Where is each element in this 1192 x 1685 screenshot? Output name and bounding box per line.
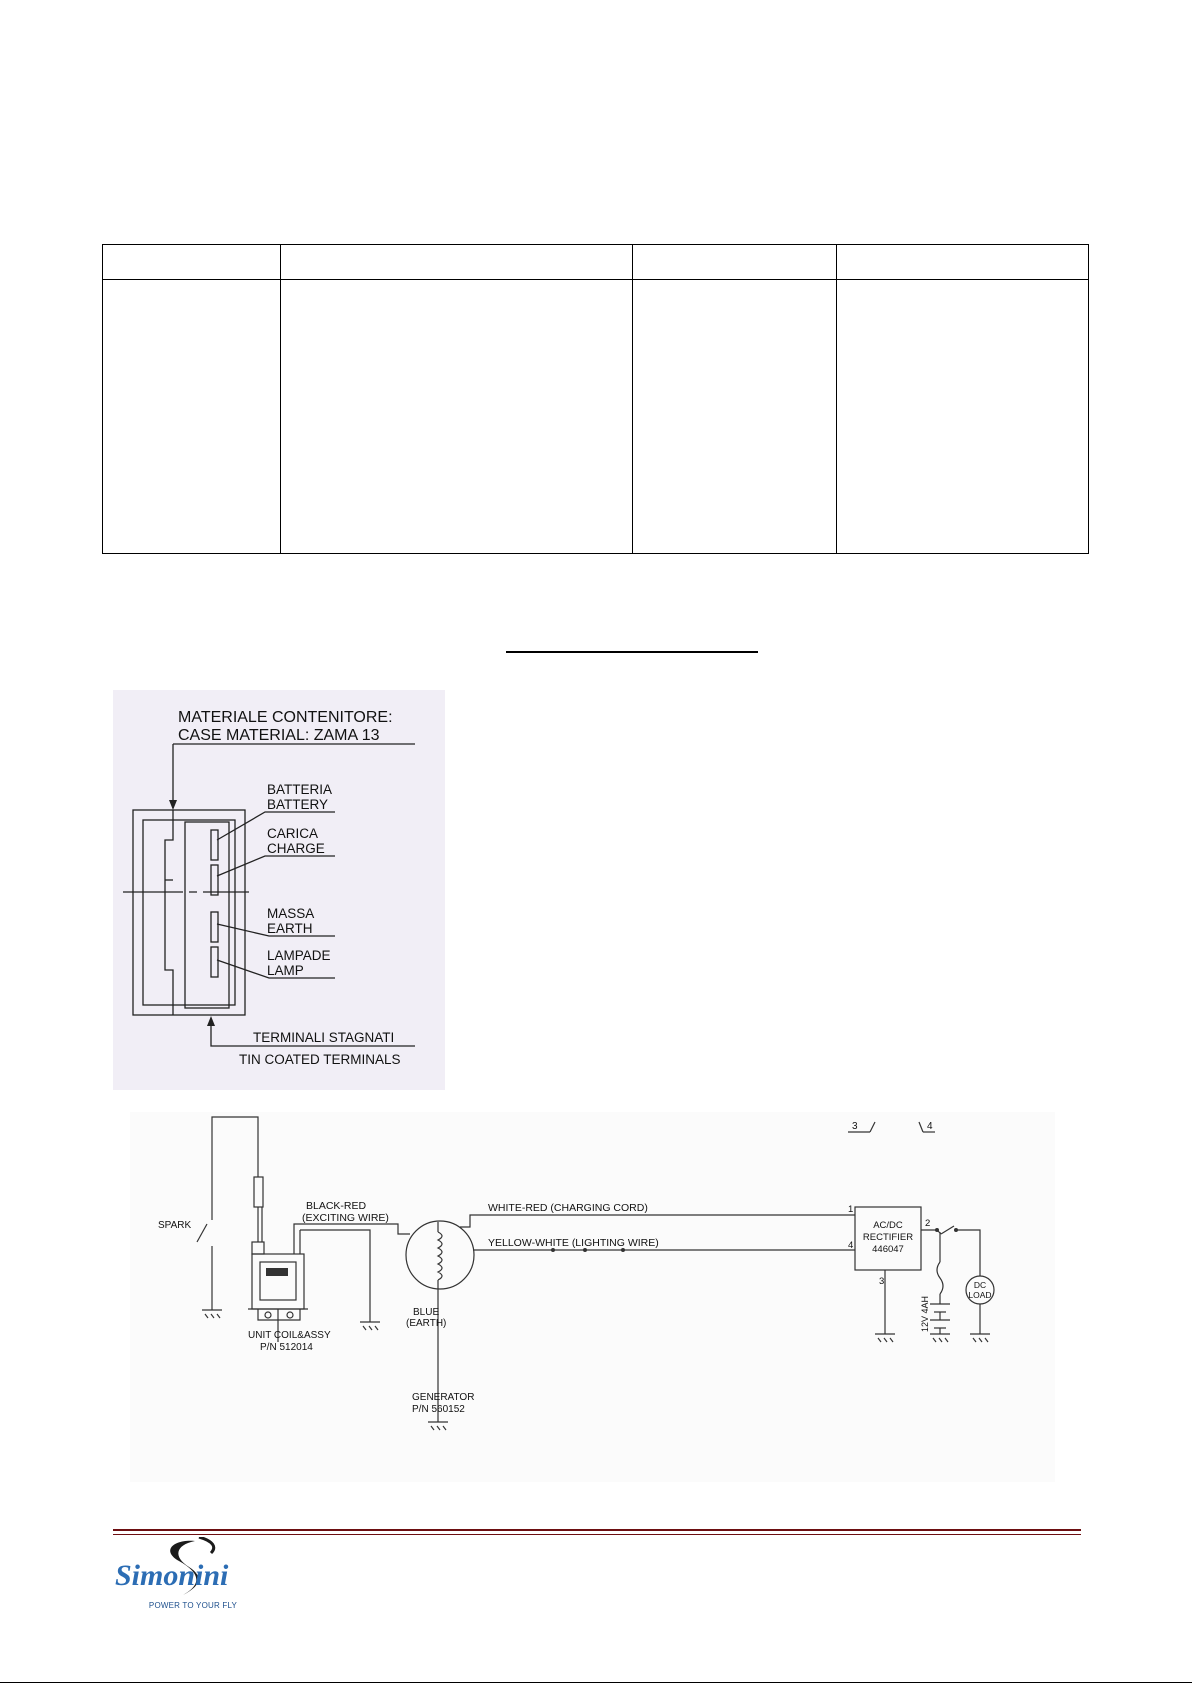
wiring-diagram: SPARK BLACK-RED (EXCITING WIRE) WHITE-RE… [130, 1112, 1055, 1482]
table-header-row [102, 244, 1089, 280]
rectifier-label-2: RECTIFIER [863, 1232, 913, 1243]
terminal-battery-en: BATTERY [267, 797, 328, 812]
arrow-icon [169, 800, 177, 810]
simonini-logo: Simonini POWER TO YOUR FLY [113, 1535, 273, 1615]
unit-coil-label: UNIT COIL&ASSY [248, 1330, 331, 1341]
exciting-wire-label: (EXCITING WIRE) [302, 1212, 389, 1224]
case-drawing-svg: MATERIALE CONTENITORE: CASE MATERIAL: ZA… [123, 709, 415, 1067]
case-title-line1: MATERIALE CONTENITORE: [178, 709, 393, 726]
spark-label: SPARK [158, 1220, 191, 1231]
table-cell [102, 244, 281, 280]
heading-underline [506, 651, 758, 653]
terminal-charge-it: CARICA [267, 826, 318, 841]
logo-wordmark: Simonini [115, 1559, 229, 1592]
table-cell [632, 244, 837, 280]
terminal-earth-en: EARTH [267, 921, 313, 936]
battery-label: 12V 4AH [920, 1296, 930, 1332]
top-mark-3: 3 [852, 1121, 858, 1132]
switch-contact [954, 1228, 958, 1232]
table-cell [280, 244, 633, 280]
terminal-lamp-it: LAMPADE [267, 948, 331, 963]
arrow-icon [207, 1016, 215, 1026]
terminal-charge-en: CHARGE [267, 841, 325, 856]
generator-label: GENERATOR [412, 1392, 474, 1403]
logo-tagline: POWER TO YOUR FLY [148, 1601, 238, 1610]
table-cell [836, 244, 1089, 280]
table-cell [280, 279, 633, 554]
table-cell [632, 279, 837, 554]
pin-3-label: 3 [879, 1276, 884, 1287]
generator-pn: P/N 560152 [412, 1404, 465, 1415]
case-title-line2: CASE MATERIAL: ZAMA 13 [178, 727, 380, 744]
terminal-battery-it: BATTERIA [267, 782, 332, 797]
pin-2-label: 2 [925, 1218, 930, 1229]
pin-4-label: 4 [848, 1240, 853, 1251]
unit-coil-pn: P/N 512014 [260, 1342, 313, 1353]
rectifier-label-3: 446047 [872, 1244, 904, 1255]
page-bottom-rule [0, 1682, 1192, 1683]
empty-table [102, 244, 1089, 554]
top-mark-4: 4 [927, 1121, 933, 1132]
wiring-diagram-svg: SPARK BLACK-RED (EXCITING WIRE) WHITE-RE… [158, 1116, 995, 1431]
terminal-earth-it: MASSA [267, 906, 314, 921]
logo-mark: Simonini [115, 1535, 229, 1595]
pin-1-label: 1 [848, 1204, 853, 1215]
terminal-lamp-en: LAMP [267, 963, 304, 978]
dc-load-label-1: DC [974, 1280, 986, 1290]
rectifier-label-1: AC/DC [873, 1220, 903, 1231]
wire-node [621, 1248, 625, 1252]
coil-marking [266, 1268, 288, 1276]
table-cell [836, 279, 1089, 554]
blue-label: BLUE [413, 1307, 439, 1318]
footer-rule [113, 1529, 1081, 1535]
earth-label: (EARTH) [406, 1318, 446, 1329]
table-cell [102, 279, 281, 554]
yellow-white-label: YELLOW-WHITE (LIGHTING WIRE) [488, 1237, 659, 1249]
table-row [102, 279, 1089, 554]
terminals-note-en: TIN COATED TERMINALS [239, 1052, 401, 1067]
wire-node [551, 1248, 555, 1252]
terminals-note-it: TERMINALI STAGNATI [253, 1030, 394, 1045]
white-red-label: WHITE-RED (CHARGING CORD) [488, 1202, 648, 1214]
black-red-label: BLACK-RED [306, 1200, 367, 1212]
rectifier-case-drawing: MATERIALE CONTENITORE: CASE MATERIAL: ZA… [113, 690, 445, 1090]
wire-node [583, 1248, 587, 1252]
dc-load-label-2: LOAD [968, 1290, 991, 1300]
switch-contact [935, 1228, 939, 1232]
